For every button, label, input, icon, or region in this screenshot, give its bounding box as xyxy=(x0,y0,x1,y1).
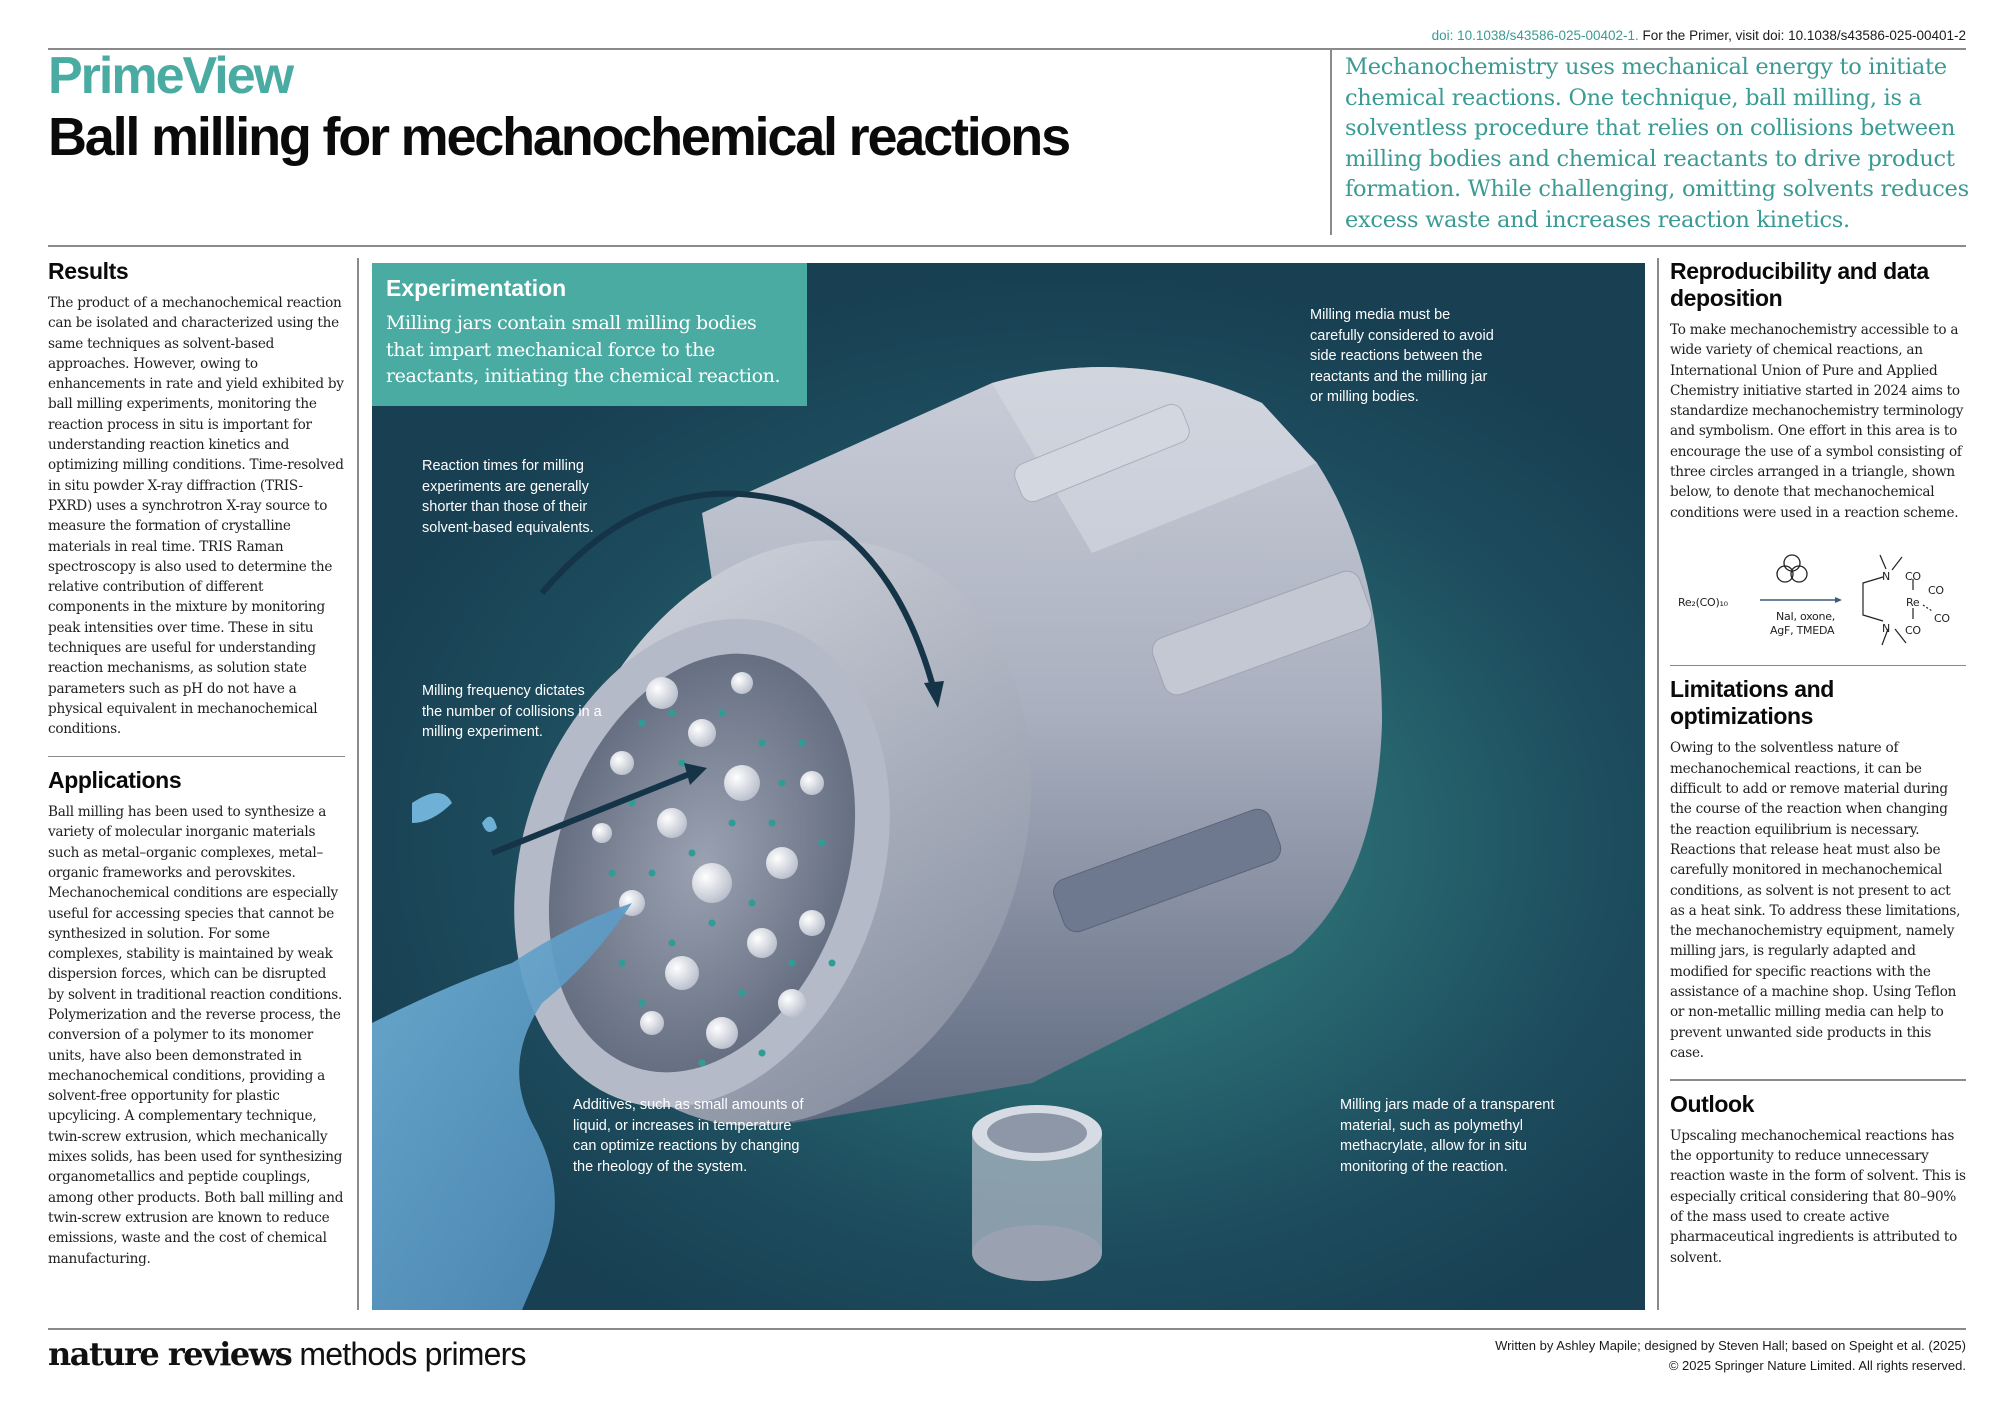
co-bottom: CO xyxy=(1905,623,1921,637)
outlook-section: Outlook Upscaling mechanochemical reacti… xyxy=(1670,1091,1966,1268)
limitations-body: Owing to the solventless nature of mecha… xyxy=(1670,740,1961,1061)
outlook-heading: Outlook xyxy=(1670,1090,1755,1117)
co-right-upper: CO xyxy=(1928,583,1944,597)
results-heading: Results xyxy=(48,258,129,284)
note-transparent-jars: Milling jars made of a transparent mater… xyxy=(1340,1097,1555,1175)
experimentation-heading: Experimentation xyxy=(386,275,567,301)
reaction-scheme-graphic xyxy=(1760,554,1933,646)
rotation-arrow xyxy=(539,490,935,684)
doi-line: doi: 10.1038/s43586-025-00402-1. For the… xyxy=(1432,28,1966,43)
right-column: Reproducibility and data deposition To m… xyxy=(1670,258,1966,1268)
header-bottom-rule xyxy=(48,245,1966,247)
left-divider xyxy=(357,258,359,1310)
section-divider xyxy=(48,755,345,758)
note-reaction-times: Reaction times for milling experiments a… xyxy=(422,458,594,536)
milling-balls xyxy=(592,672,825,1049)
outlook-body: Upscaling mechanochemical reactions has … xyxy=(1670,1127,1966,1266)
primer-doi-link[interactable]: For the Primer, visit doi: 10.1038/s4358… xyxy=(1642,28,1966,43)
co-top: CO xyxy=(1905,569,1921,583)
results-section: Results The product of a mechanochemical… xyxy=(48,258,345,740)
co-right-lower: CO xyxy=(1934,611,1950,625)
ligand-n-top: N xyxy=(1882,569,1890,583)
footer-rule xyxy=(48,1328,1966,1330)
illustration-panel: Experimentation Milling jars contain sma… xyxy=(372,263,1645,1310)
top-rule xyxy=(48,48,1966,50)
reaction-scheme: Re₂(CO)₁₀ NaI, oxone, AgF, TMEDA N N Re … xyxy=(1670,537,1966,657)
liquid-splash xyxy=(372,903,632,1310)
journal-logo-light: methods primers xyxy=(291,1336,526,1372)
limitations-heading: Limitations and optimizations xyxy=(1670,676,1834,730)
reproducibility-heading: Reproducibility and data deposition xyxy=(1670,258,1929,311)
metal-center: Re xyxy=(1906,595,1920,609)
reactant-particles xyxy=(608,709,836,1067)
reproducibility-body: To make mechanochemistry accessible to a… xyxy=(1670,322,1964,521)
results-body: The product of a mechanochemical reactio… xyxy=(48,295,344,738)
section-divider xyxy=(1670,664,1966,667)
author-credits: Written by Ashley Mapile; designed by St… xyxy=(1495,1338,1966,1353)
limitations-section: Limitations and optimizations Owing to t… xyxy=(1670,676,1966,1063)
transparent-jar xyxy=(972,1105,1102,1281)
journal-logo-bold: nature reviews xyxy=(48,1335,293,1373)
copyright: © 2025 Springer Nature Limited. All righ… xyxy=(1668,1358,1966,1373)
standfirst: Mechanochemistry uses mechanical energy … xyxy=(1345,54,1969,233)
conditions-line-1: NaI, oxone, xyxy=(1776,609,1835,623)
note-additives: Additives, such as small amounts of liqu… xyxy=(573,1097,804,1175)
experimentation-text: Milling jars contain small milling bodie… xyxy=(386,312,781,387)
applications-heading: Applications xyxy=(48,767,182,794)
right-divider xyxy=(1657,258,1659,1310)
experimentation-box: Experimentation Milling jars contain sma… xyxy=(372,263,807,406)
reproducibility-section: Reproducibility and data deposition To m… xyxy=(1670,258,1966,523)
mechanochemistry-symbol-icon xyxy=(1776,554,1808,583)
applications-section: Applications Ball milling has been used … xyxy=(48,767,345,1269)
journal-logo: nature reviews methods primers xyxy=(48,1338,526,1370)
series-brand: PrimeView xyxy=(48,47,294,105)
left-column: Results The product of a mechanochemical… xyxy=(48,258,345,1269)
header-divider xyxy=(1330,50,1332,235)
section-divider xyxy=(1670,1079,1966,1081)
ligand-n-bottom: N xyxy=(1882,621,1890,635)
doi-link[interactable]: doi: 10.1038/s43586-025-00402-1. xyxy=(1431,28,1639,43)
page-title: Ball milling for mechanochemical reactio… xyxy=(48,107,1071,167)
conditions-line-2: AgF, TMEDA xyxy=(1770,623,1835,637)
note-milling-media: Milling media must be carefully consider… xyxy=(1310,307,1494,405)
applications-body: Ball milling has been used to synthesize… xyxy=(48,804,344,1267)
note-milling-frequency: Milling frequency dictates the number of… xyxy=(422,683,602,740)
credits: Written by Ashley Mapile; designed by St… xyxy=(1495,1336,1966,1376)
ball-mill-illustration xyxy=(372,367,1382,1310)
reactant-formula: Re₂(CO)₁₀ xyxy=(1678,595,1728,609)
